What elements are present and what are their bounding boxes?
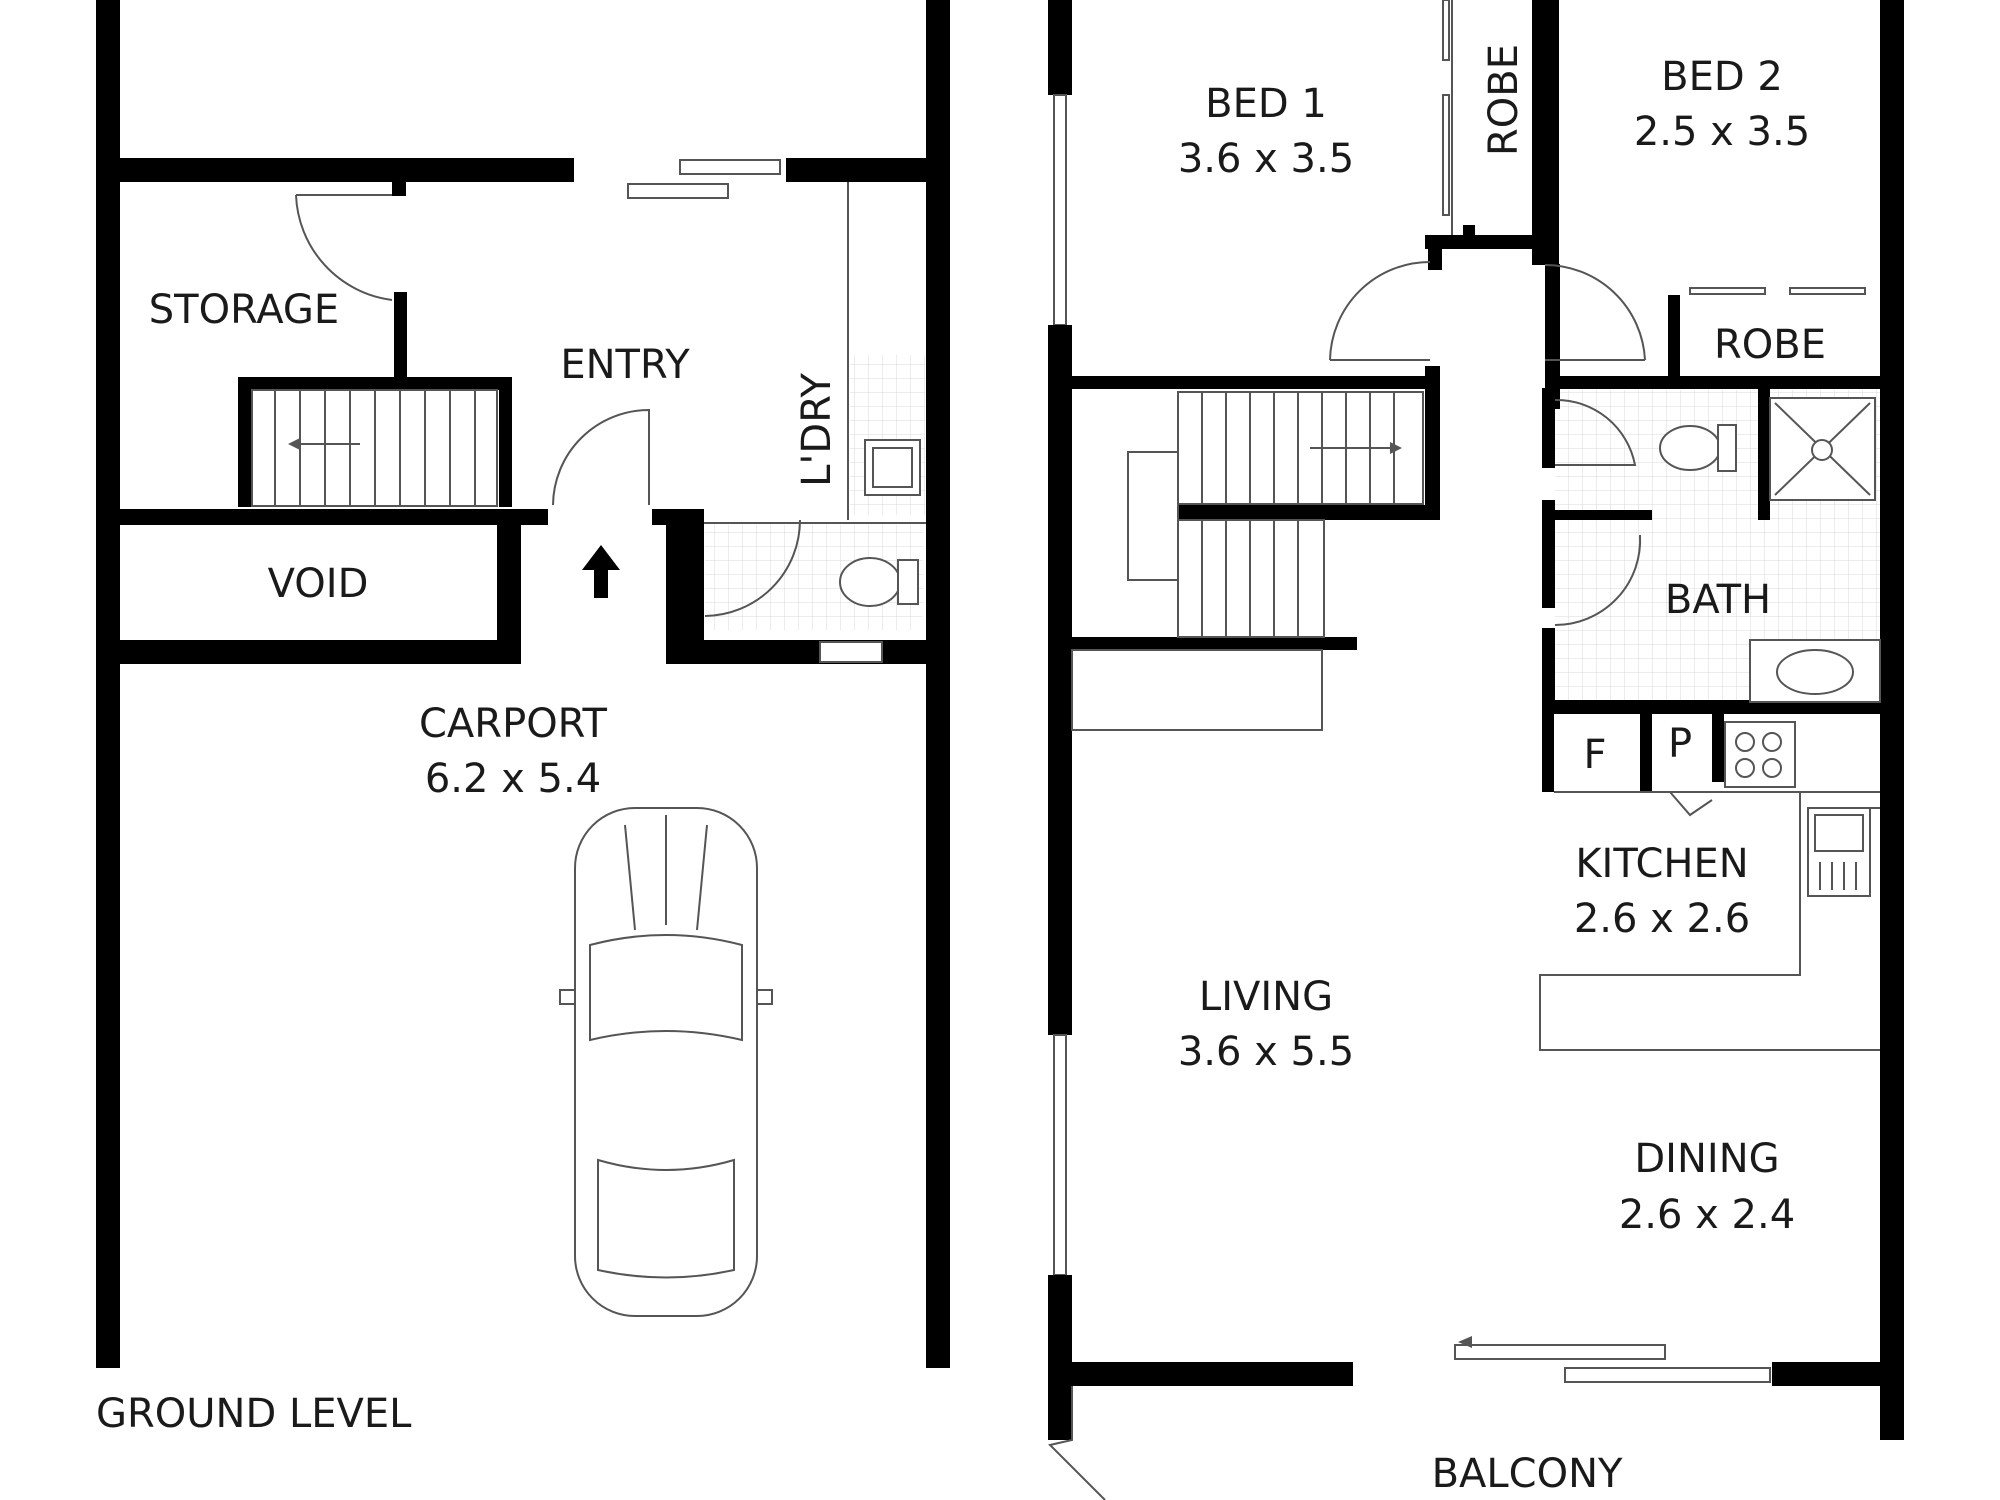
stair-wall-top [238, 377, 512, 390]
dining-label: DINING [1634, 1136, 1779, 1182]
ground-wall-left [96, 0, 120, 1368]
bed2-wall-left-b [1545, 0, 1559, 278]
entry-label: ENTRY [560, 342, 690, 388]
upper-wall-left-top [1048, 0, 1072, 95]
storage-label: STORAGE [149, 287, 339, 333]
laundry-door-swing [704, 519, 801, 617]
kitchen-size: 2.6 x 2.6 [1574, 896, 1750, 942]
laundry-label: L'DRY [794, 373, 840, 487]
pantry-wall-right [1712, 714, 1724, 782]
stairwell-wall-mid [1178, 505, 1440, 520]
entry-arrow-icon [582, 545, 620, 598]
ground-level-caption: GROUND LEVEL [96, 1391, 412, 1437]
shower-wall [1758, 388, 1770, 520]
living-label: LIVING [1199, 974, 1333, 1020]
ground-wall-right [926, 0, 950, 1368]
entry-door-swing [552, 408, 650, 506]
bed1-wall-bottom [1072, 376, 1440, 389]
bed1-wall-right-a [1428, 245, 1442, 270]
bath-door-bottom [1554, 534, 1642, 627]
robe2-wall-top [1668, 295, 1678, 307]
void-wall-right [497, 509, 521, 664]
kitchen-fixtures [1539, 721, 1880, 1051]
carport-size: 6.2 x 5.4 [425, 756, 601, 802]
ground-wall-top-b [786, 158, 950, 182]
bath-wall-left-c [1542, 628, 1555, 708]
bath-door-top [1554, 398, 1637, 466]
bath-wall-left-b [1542, 500, 1555, 608]
cooktop [1724, 721, 1796, 788]
storage-door-jamb [392, 182, 406, 196]
upper-wall-left-bottom [1048, 1275, 1072, 1440]
bed2-door-swing [1544, 263, 1646, 361]
toilet-window [819, 641, 883, 663]
upper-wall-right [1880, 0, 1904, 1440]
room-labels: STORAGE ENTRY L'DRY VOID CARPORT 6.2 x 5… [96, 44, 1826, 1497]
carport-wall-top-right [666, 640, 950, 664]
kitchen-label: KITCHEN [1575, 841, 1748, 887]
stairwell-wall-right [1425, 366, 1440, 516]
void-label: VOID [268, 561, 369, 607]
balcony-slider-a [1454, 1344, 1666, 1360]
pantry-door [1669, 791, 1713, 817]
dining-size: 2.6 x 2.4 [1619, 1192, 1795, 1238]
bed1-window [1053, 94, 1067, 326]
carport-wall-top-left [96, 640, 521, 664]
car-icon [559, 807, 773, 1317]
robe1-label: ROBE [1481, 44, 1527, 156]
carport-label: CARPORT [419, 701, 608, 747]
robe2-wall-left [1668, 295, 1680, 389]
living-wall-bottom-right [1772, 1362, 1904, 1386]
void-wall-top [96, 509, 548, 525]
upper-toilet [1659, 425, 1721, 471]
ground-stairs [251, 389, 498, 507]
fridge-pantry-divider [1640, 714, 1652, 792]
basin [1776, 649, 1854, 695]
living-size: 3.6 x 5.5 [1178, 1029, 1354, 1075]
fridge-label: F [1583, 732, 1606, 778]
bed2-label: BED 2 [1661, 54, 1783, 100]
ground-wall-top-a [96, 158, 574, 182]
stair-wall-left [238, 377, 251, 507]
bed1-size: 3.6 x 3.5 [1178, 136, 1354, 182]
sliding-door-top [679, 159, 781, 175]
living-wall-bottom-left [1048, 1362, 1353, 1386]
bed2-size: 2.5 x 3.5 [1634, 109, 1810, 155]
bath-wall-bottom [1542, 700, 1904, 714]
storage-door-swing [295, 194, 393, 301]
toilet-wall-left [666, 509, 704, 664]
robe1-wall-bottom [1425, 235, 1545, 249]
robe2-label: ROBE [1714, 322, 1826, 368]
pantry-label: P [1668, 721, 1692, 767]
balcony-edge [1048, 1386, 1106, 1500]
upper-stairs [1071, 391, 1424, 731]
upper-level-plan [1048, 0, 1904, 1500]
storage-wall-right [394, 292, 407, 382]
bath-label: BATH [1665, 577, 1771, 623]
hall-wall-bed2 [1545, 264, 1560, 409]
living-window [1053, 1034, 1067, 1276]
bed2-wall-left [1532, 0, 1546, 265]
bed2-wall-bottom [1545, 376, 1904, 389]
bath-wall-left [1542, 388, 1555, 468]
balcony-label: BALCONY [1432, 1451, 1623, 1497]
stair-wall-right [499, 377, 512, 507]
bed1-door-swing [1329, 261, 1431, 361]
bed1-label: BED 1 [1205, 81, 1327, 127]
balcony-slider-b [1564, 1367, 1771, 1383]
ground-level-plan [96, 0, 950, 1368]
bath-wall-inner [1542, 510, 1652, 520]
upper-wall-left-mid [1048, 325, 1072, 1035]
stairwell-wall-bottom [1072, 637, 1357, 650]
fridge-wall-left [1542, 700, 1554, 792]
ground-toilet [839, 557, 901, 607]
